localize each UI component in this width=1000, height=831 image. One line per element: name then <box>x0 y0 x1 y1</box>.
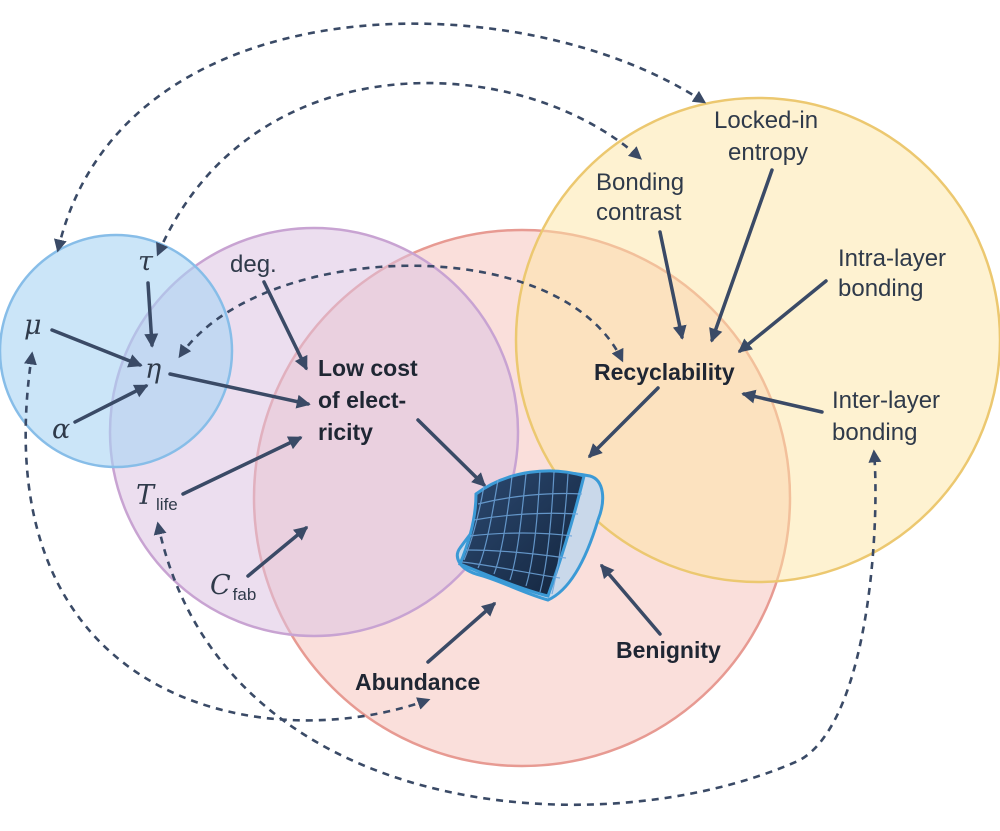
c-fab-main: C <box>210 570 231 601</box>
dashed-tau-bonding <box>156 81 642 257</box>
dashed-tlife-inter <box>153 449 882 807</box>
label-bonding-contrast-2: contrast <box>596 199 682 226</box>
arrow-inter-recyc <box>741 389 824 414</box>
dashed-eta-recyc <box>178 264 624 363</box>
label-locked-in-2: entropy <box>728 139 808 166</box>
arrow-recyc-panel <box>588 386 660 458</box>
label-tau: τ <box>138 246 154 277</box>
arrow-benignity-panel <box>600 563 662 636</box>
arrow-locked-recyc <box>709 168 774 343</box>
label-eta: η <box>145 354 161 385</box>
arrow-tau-eta <box>144 281 159 348</box>
label-alpha: α <box>52 414 70 445</box>
arrow-intra-recyc <box>737 279 828 353</box>
label-mu: μ <box>24 310 42 341</box>
label-recyclability: Recyclability <box>594 359 735 385</box>
dashed-mu-locked <box>54 22 707 253</box>
label-low-cost-2: of elect- <box>318 387 406 413</box>
c-fab-sub: fab <box>233 585 257 604</box>
label-intra-layer-1: Intra-layer <box>838 245 946 272</box>
arrow-abundance-panel <box>426 602 497 664</box>
label-inter-layer-1: Inter-layer <box>832 387 940 414</box>
label-locked-in-1: Locked-in <box>714 107 818 134</box>
label-bonding-contrast-1: Bonding <box>596 169 684 196</box>
flexible-panel-icon <box>455 469 605 602</box>
label-inter-layer-2: bonding <box>832 419 917 446</box>
label-deg: deg. <box>230 251 277 278</box>
t-life-sub: life <box>156 495 178 514</box>
t-life-main: T <box>136 480 156 511</box>
dashed-mu-abundance <box>24 351 431 722</box>
label-intra-layer-2: bonding <box>838 275 923 302</box>
blue-circle <box>0 233 234 469</box>
label-benignity: Benignity <box>616 637 721 663</box>
label-low-cost-3: ricity <box>318 419 373 445</box>
label-abundance: Abundance <box>355 669 480 695</box>
label-low-cost-1: Low cost <box>318 355 418 381</box>
